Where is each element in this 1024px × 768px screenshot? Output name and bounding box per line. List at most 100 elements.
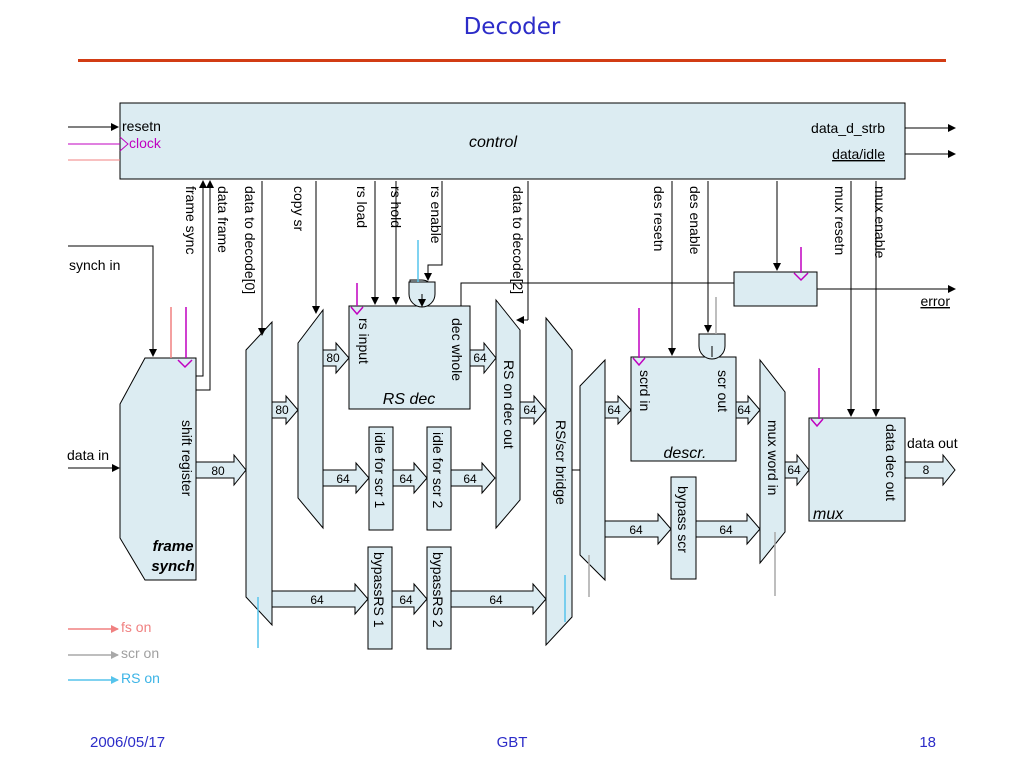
sig-data-frame: data frame bbox=[215, 186, 231, 253]
mux2-block bbox=[297, 308, 324, 530]
footer-center: GBT bbox=[496, 734, 528, 751]
bus-mux1-mux2 bbox=[271, 394, 299, 426]
sig-mux-enable: mux enable bbox=[872, 186, 888, 259]
bypassrs-2-block bbox=[426, 546, 452, 650]
bus-mux3-bypassscr-label: 64 bbox=[629, 523, 643, 537]
bypassrs-2-label: bypassRS 2 bbox=[430, 552, 446, 628]
bus-mux2-rsdec bbox=[322, 341, 350, 375]
bus-mux2-idle1 bbox=[322, 461, 370, 495]
legend-fs-on-label: fs on bbox=[121, 619, 151, 635]
resetn-label: resetn bbox=[122, 118, 161, 134]
bus-bypassrs2-bridge-label: 64 bbox=[489, 593, 503, 607]
rs-dec-block: rs input dec whole RS dec bbox=[348, 305, 471, 410]
bus-fs-mux1 bbox=[195, 453, 247, 487]
dec-whole-label: dec whole bbox=[449, 318, 465, 381]
mux-label: mux bbox=[813, 506, 844, 523]
clock-tick bbox=[119, 136, 129, 152]
fs-clock-tick bbox=[177, 359, 193, 369]
bus-muxword-mux bbox=[784, 453, 810, 487]
bus-mux3-bypassscr bbox=[604, 512, 672, 546]
sig-des-enable: des enable bbox=[687, 186, 703, 255]
rs-on-dec-out-label: RS on dec out bbox=[501, 360, 517, 449]
frame-synch-label-1: frame bbox=[153, 538, 194, 555]
rs-input-label: rs input bbox=[356, 318, 372, 364]
footer-date: 2006/05/17 bbox=[90, 734, 166, 751]
bypassrs-1-label: bypassRS 1 bbox=[371, 552, 387, 628]
bypass-scr-label: bypass scr bbox=[675, 486, 691, 553]
data-in-label: data in bbox=[67, 447, 109, 463]
bus-mux2-idle1-label: 64 bbox=[336, 472, 350, 486]
legend: fs on scr on RS on bbox=[68, 619, 160, 686]
mux-word-in-label: mux word in bbox=[765, 420, 781, 495]
bus-fs-mux1-label: 80 bbox=[211, 464, 225, 478]
clock-label: clock bbox=[129, 135, 162, 151]
bus-mux1-bypassrs1-label: 64 bbox=[310, 593, 324, 607]
rs-dec-clock-tick bbox=[350, 306, 364, 316]
sig-data-to-decode-0: data to decode[0] bbox=[242, 186, 258, 294]
data-dec-out-label: data dec out bbox=[883, 424, 899, 501]
bus-mux3-descr bbox=[604, 394, 632, 426]
mux-clock-tick bbox=[810, 418, 824, 428]
bus-mux3-descr-label: 64 bbox=[607, 403, 621, 417]
control-label: control bbox=[469, 134, 517, 151]
data-frame-arrow bbox=[196, 180, 214, 391]
legend-scr-on-label: scr on bbox=[121, 645, 159, 661]
idle-scr-1-label: idle for scr 1 bbox=[372, 432, 388, 508]
rs-on-dec-out-block bbox=[495, 298, 521, 530]
mux1-block bbox=[245, 320, 273, 627]
mux-word-in-block bbox=[759, 358, 786, 565]
bus-idle1-idle2 bbox=[392, 461, 428, 495]
title-rule bbox=[78, 59, 946, 62]
sig-rs-enable: rs enable bbox=[428, 186, 444, 244]
sig-des-resetn: des resetn bbox=[651, 186, 667, 251]
bus-bypassrs1-2-label: 64 bbox=[399, 593, 413, 607]
mux-block: data dec out mux bbox=[808, 417, 906, 523]
frame-sync-arrow bbox=[196, 180, 207, 377]
footer-page: 18 bbox=[919, 734, 936, 751]
control-block: control resetn clock data_d_strb data/id… bbox=[119, 102, 906, 180]
data-idle-label: data/idle bbox=[832, 146, 885, 162]
rs-scr-bridge-block bbox=[545, 316, 573, 647]
bus-descr-muxword bbox=[735, 394, 761, 426]
bus-idle2-out-label: 64 bbox=[463, 472, 477, 486]
control-signal-labels: frame sync data frame data to decode[0] … bbox=[183, 186, 888, 294]
rs-enable-arrow bbox=[424, 181, 443, 281]
frame-synch-label-2: synch bbox=[151, 558, 194, 575]
sig-rs-load: rs load bbox=[354, 186, 370, 228]
shift-register-label: shift register bbox=[179, 420, 195, 497]
sig-data-to-decode-2: data to decode[2] bbox=[510, 186, 526, 294]
bus-bypassscr-muxword bbox=[695, 512, 761, 546]
bus-data-out-label: 8 bbox=[923, 463, 930, 477]
bus-rsout-bridge-label: 64 bbox=[523, 403, 537, 417]
scr-out-label: scr out bbox=[715, 370, 731, 412]
sig-frame-sync: frame sync bbox=[183, 186, 199, 254]
bus-mux2-rsdec-label: 80 bbox=[326, 351, 340, 365]
synch-in-label: synch in bbox=[69, 257, 120, 273]
bypass-scr-block bbox=[670, 476, 697, 580]
bus-idle2-out bbox=[450, 461, 496, 495]
rs-dec-label: RS dec bbox=[383, 391, 435, 408]
bus-rsout-bridge bbox=[519, 394, 547, 426]
descr-label: descr. bbox=[664, 445, 707, 462]
mux3-block bbox=[579, 358, 606, 582]
data-d-strb-label: data_d_strb bbox=[811, 120, 885, 136]
slide-title: Decoder bbox=[463, 14, 561, 40]
bus-rsdec-out-label: 64 bbox=[473, 351, 487, 365]
legend-rs-on-label: RS on bbox=[121, 670, 160, 686]
idle-scr-1-block bbox=[368, 426, 394, 531]
bus-bypassrs2-bridge bbox=[450, 582, 547, 616]
bus-descr-muxword-label: 64 bbox=[737, 403, 751, 417]
frame-synch-block: shift register frame synch bbox=[119, 357, 197, 581]
bus-rsdec-out bbox=[469, 341, 497, 375]
rs-scr-bridge-label: RS/scr bridge bbox=[553, 420, 569, 505]
sig-mux-resetn: mux resetn bbox=[832, 186, 848, 255]
error-label: error bbox=[920, 293, 950, 309]
rs-dec-error-line bbox=[460, 282, 734, 306]
bus-muxword-mux-label: 64 bbox=[787, 463, 801, 477]
idle-scr-2-block bbox=[426, 426, 452, 531]
bus-idle1-idle2-label: 64 bbox=[399, 472, 413, 486]
sig-copy-sr: copy sr bbox=[291, 186, 307, 231]
bus-bypassrs1-2 bbox=[391, 582, 428, 616]
